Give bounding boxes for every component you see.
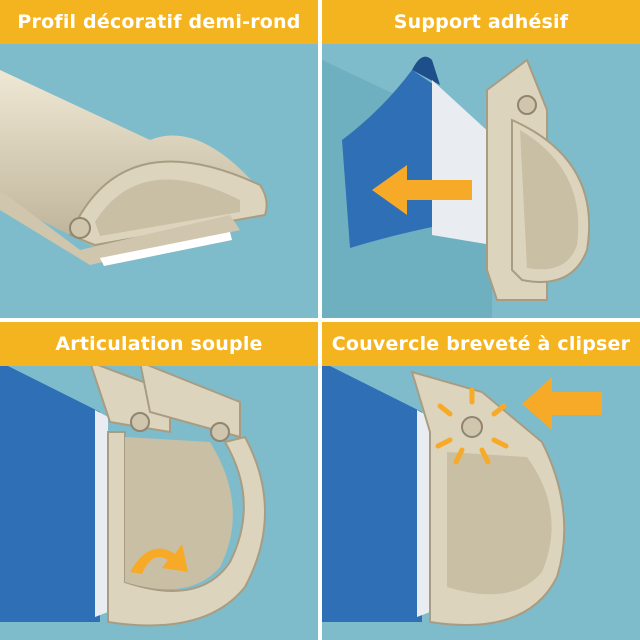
panel-title-banner: Couvercle breveté à clipser [322,322,640,366]
flexible-hinge-illustration [0,360,266,627]
panel-half-round-profile: Profil décoratif demi-rond [0,0,318,318]
panel-title-banner: Articulation souple [0,322,318,366]
panel-title-banner: Support adhésif [322,0,640,44]
adhesive-support-illustration [322,56,591,318]
panel-adhesive-support: Support adhésif [322,0,640,318]
panel-title: Articulation souple [55,333,263,355]
panel-flexible-hinge: Articulation souple [0,322,318,640]
panel-clip-cover: Couvercle breveté à clipser [322,322,640,640]
clip-cover-illustration [322,362,602,626]
half-round-profile-illustration [0,70,268,266]
panel-title: Support adhésif [393,11,569,33]
panel-title: Couvercle breveté à clipser [331,333,631,355]
panel-title: Profil décoratif demi-rond [17,11,301,33]
click-burst-icon [435,387,509,465]
panel-title-banner: Profil décoratif demi-rond [0,0,318,44]
